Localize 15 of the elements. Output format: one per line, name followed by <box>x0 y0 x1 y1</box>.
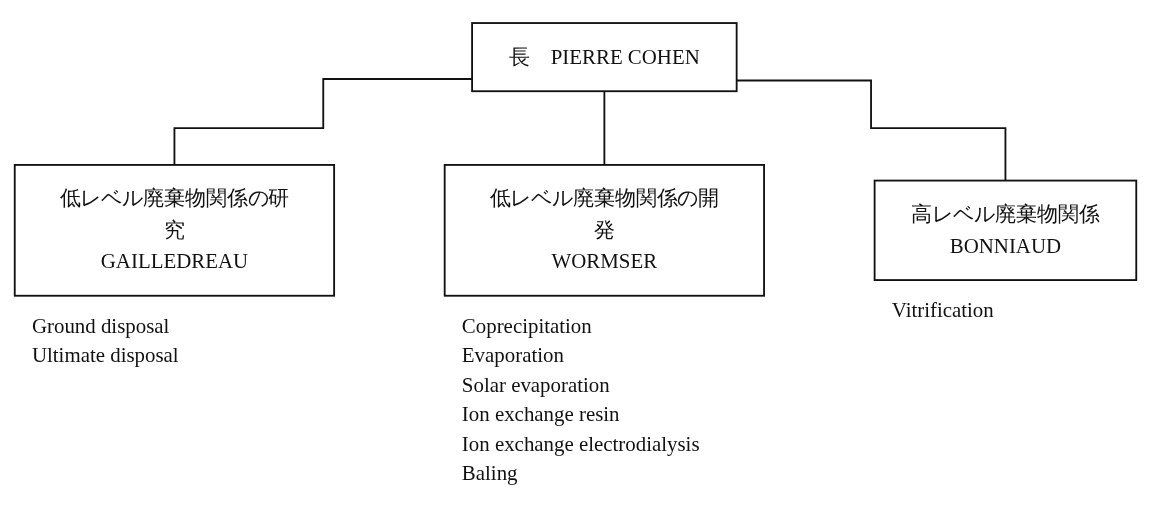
task-text: Evaporation <box>461 343 564 368</box>
connector <box>173 78 473 166</box>
task-text: Coprecipitation <box>461 313 592 338</box>
node-box: 低レベル廃棄物関係の研究 GAILLEDREAU <box>13 164 336 297</box>
node-box: 長 PIERRE COHEN <box>471 22 738 93</box>
task-text: Solar evaporation <box>461 372 610 397</box>
node-box: 低レベル廃棄物関係の開発 WORMSER <box>443 164 765 297</box>
connector <box>603 90 606 166</box>
task-text: Vitrification <box>891 297 994 322</box>
task-text: Ultimate disposal <box>31 343 179 368</box>
task-text: Ion exchange electrodialysis <box>461 431 700 456</box>
task-text: Ground disposal <box>31 313 170 338</box>
node-box: 高レベル廃棄物関係 BONNIAUD <box>873 179 1138 281</box>
task-text: Baling <box>461 461 518 485</box>
task-text: Ion exchange resin <box>461 402 620 427</box>
